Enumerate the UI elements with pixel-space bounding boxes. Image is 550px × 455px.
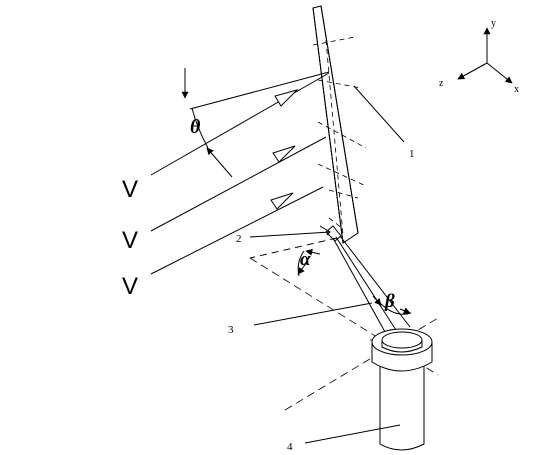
jet bbox=[332, 235, 411, 333]
alpha-construction bbox=[249, 237, 338, 277]
plate-dashed-grid bbox=[312, 36, 367, 236]
holder bbox=[371, 328, 433, 451]
alpha-label: α bbox=[300, 249, 311, 270]
coordinate-axes bbox=[457, 27, 513, 84]
velocity-lines bbox=[150, 72, 330, 275]
velocity-label-3: V bbox=[122, 273, 138, 300]
part-label-4: 4 bbox=[287, 441, 293, 453]
leader-lines bbox=[249, 85, 405, 444]
part-label-3: 3 bbox=[228, 324, 234, 336]
nozzle bbox=[319, 225, 342, 242]
velocity-label-1: V bbox=[122, 176, 138, 203]
part-label-1: 1 bbox=[409, 148, 415, 160]
axis-label-z: z bbox=[439, 78, 444, 89]
axis-label-x: x bbox=[514, 84, 519, 95]
theta-construction bbox=[181, 68, 330, 178]
beta-construction bbox=[372, 295, 412, 315]
beta-label: β bbox=[384, 291, 395, 312]
velocity-label-2: V bbox=[122, 227, 138, 254]
plate bbox=[312, 5, 359, 244]
theta-label: θ bbox=[190, 116, 201, 138]
axis-label-y: y bbox=[491, 18, 496, 29]
velocity-arrowheads bbox=[270, 89, 299, 210]
part-label-2: 2 bbox=[236, 233, 242, 245]
